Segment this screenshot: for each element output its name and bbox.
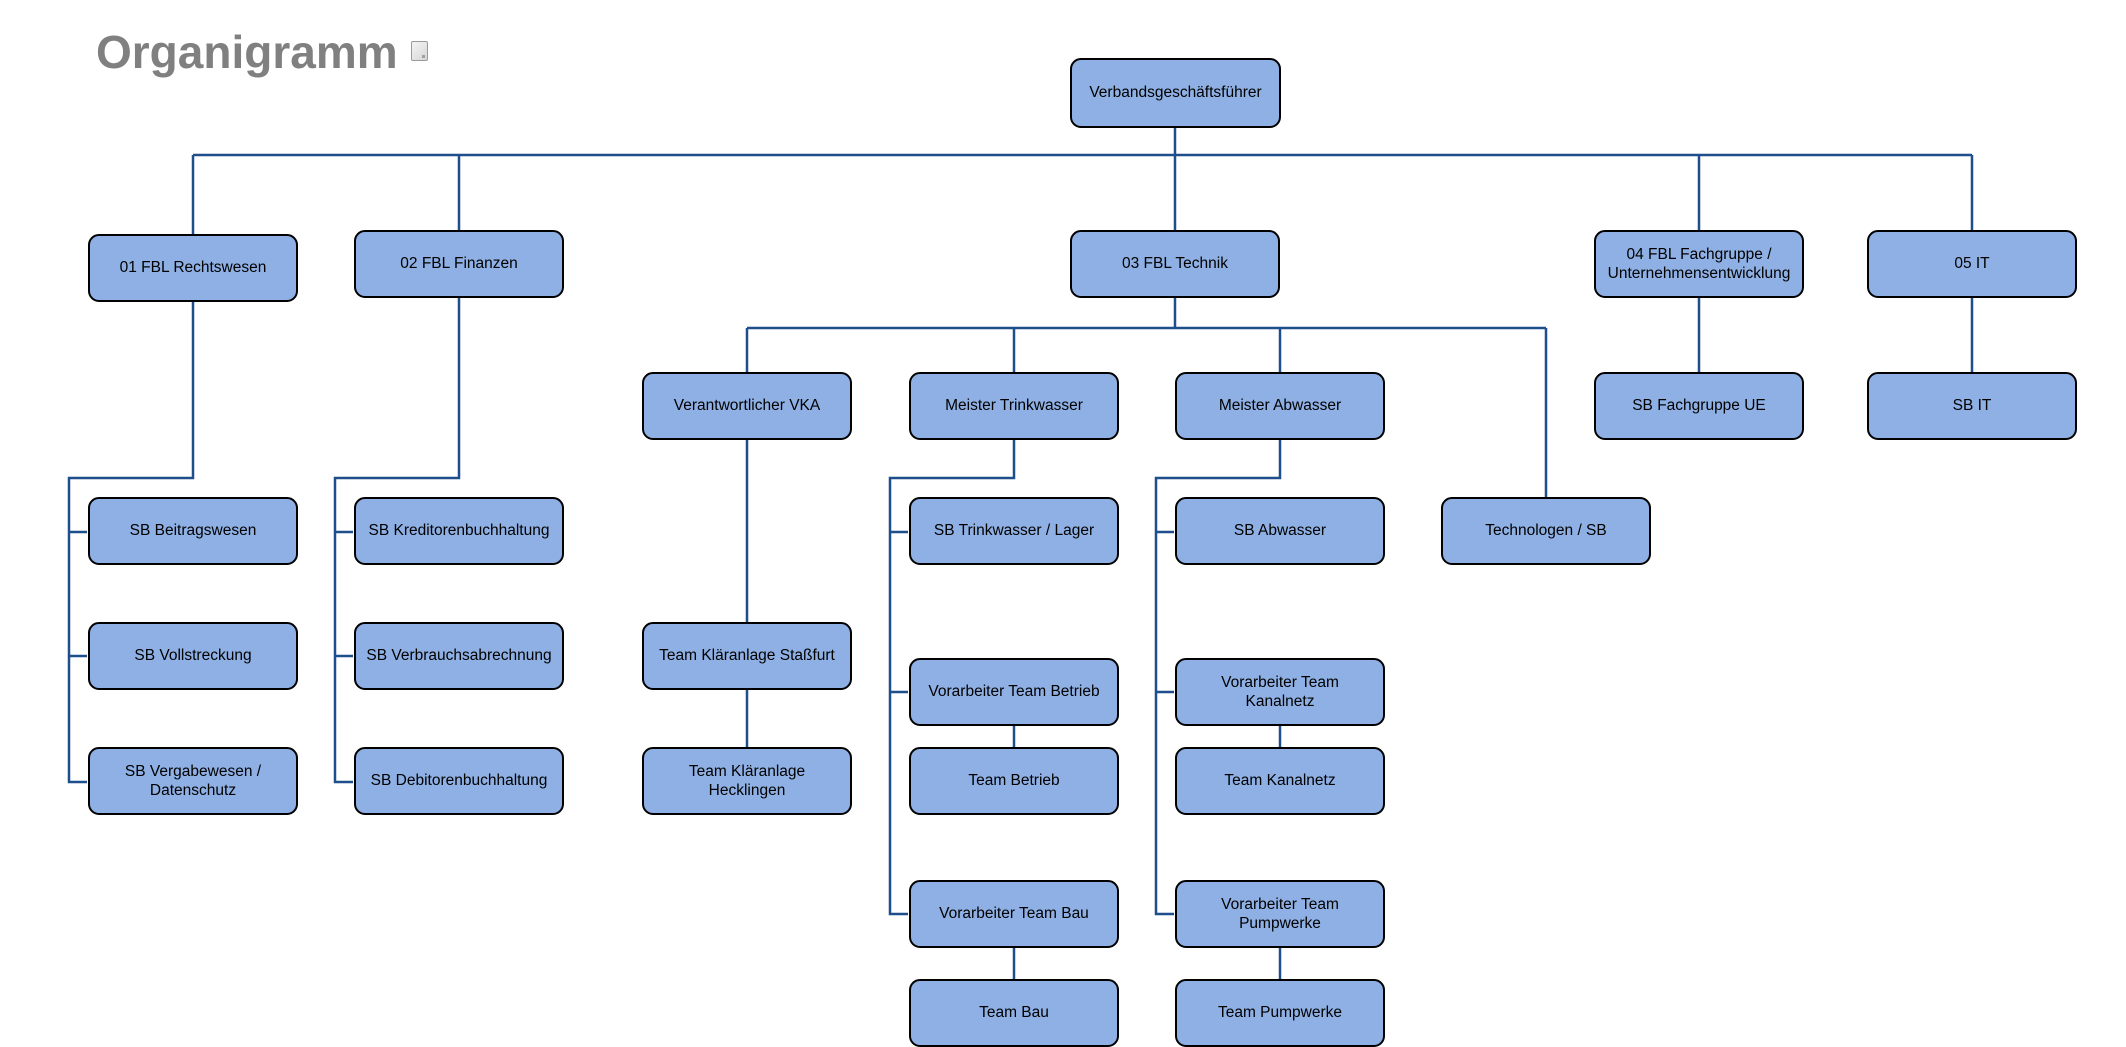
node-sb-debitorenbuchhaltung[interactable]: SB Debitorenbuchhaltung — [354, 747, 564, 815]
node-sb-it[interactable]: SB IT — [1867, 372, 2077, 440]
node-fbl-rechtswesen[interactable]: 01 FBL Rechtswesen — [88, 234, 298, 302]
node-meister-abwasser[interactable]: Meister Abwasser — [1175, 372, 1385, 440]
node-fbl-fachgruppe[interactable]: 04 FBL Fachgruppe / Unternehmensentwickl… — [1594, 230, 1804, 298]
node-vorarbeiter-team-pumpwerke[interactable]: Vorarbeiter Team Pumpwerke — [1175, 880, 1385, 948]
document-icon[interactable] — [411, 41, 428, 61]
node-sb-kreditorenbuchhaltung[interactable]: SB Kreditorenbuchhaltung — [354, 497, 564, 565]
node-fbl-finanzen[interactable]: 02 FBL Finanzen — [354, 230, 564, 298]
node-sb-vergabewesen[interactable]: SB Vergabewesen / Datenschutz — [88, 747, 298, 815]
node-meister-trinkwasser[interactable]: Meister Trinkwasser — [909, 372, 1119, 440]
node-team-klaeranlage-hecklingen[interactable]: Team Kläranlage Hecklingen — [642, 747, 852, 815]
node-vorarbeiter-team-betrieb[interactable]: Vorarbeiter Team Betrieb — [909, 658, 1119, 726]
node-fbl-technik[interactable]: 03 FBL Technik — [1070, 230, 1280, 298]
node-sb-beitragswesen[interactable]: SB Beitragswesen — [88, 497, 298, 565]
node-sb-trinkwasser-lager[interactable]: SB Trinkwasser / Lager — [909, 497, 1119, 565]
node-it[interactable]: 05 IT — [1867, 230, 2077, 298]
node-sb-vollstreckung[interactable]: SB Vollstreckung — [88, 622, 298, 690]
node-verbandsgeschaeftsfuehrer[interactable]: Verbandsgeschäftsführer — [1070, 58, 1281, 128]
node-vorarbeiter-team-bau[interactable]: Vorarbeiter Team Bau — [909, 880, 1119, 948]
node-team-pumpwerke[interactable]: Team Pumpwerke — [1175, 979, 1385, 1047]
node-sb-verbrauchsabrechnung[interactable]: SB Verbrauchsabrechnung — [354, 622, 564, 690]
node-team-betrieb[interactable]: Team Betrieb — [909, 747, 1119, 815]
node-verantwortlicher-vka[interactable]: Verantwortlicher VKA — [642, 372, 852, 440]
node-technologen-sb[interactable]: Technologen / SB — [1441, 497, 1651, 565]
node-team-kanalnetz[interactable]: Team Kanalnetz — [1175, 747, 1385, 815]
node-team-bau[interactable]: Team Bau — [909, 979, 1119, 1047]
node-sb-abwasser[interactable]: SB Abwasser — [1175, 497, 1385, 565]
node-team-klaeranlage-stassfurt[interactable]: Team Kläranlage Staßfurt — [642, 622, 852, 690]
node-sb-fachgruppe-ue[interactable]: SB Fachgruppe UE — [1594, 372, 1804, 440]
page-title: Organigramm — [96, 26, 398, 78]
node-vorarbeiter-team-kanalnetz[interactable]: Vorarbeiter Team Kanalnetz — [1175, 658, 1385, 726]
